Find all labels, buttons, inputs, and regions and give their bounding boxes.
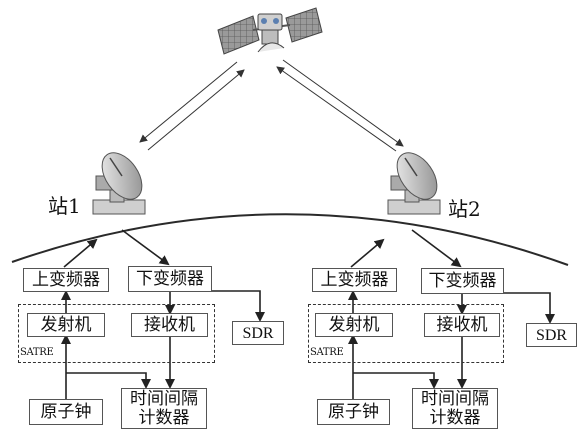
transmitter-box: 发射机 — [315, 313, 393, 337]
station-1-label: 站1 — [48, 194, 81, 218]
station2-connections — [348, 229, 555, 399]
counter-line-2: 计数器 — [429, 407, 481, 428]
atomic-clock-box: 原子钟 — [317, 399, 390, 425]
satre-label: SATRE — [310, 347, 344, 358]
station-2-label: 站2 — [448, 197, 481, 221]
satre-label: SATRE — [20, 347, 54, 358]
counter-line-1: 时间间隔 — [421, 388, 489, 409]
station1-connections — [61, 229, 265, 399]
down-converter-box: 下变频器 — [421, 268, 504, 294]
counter-line-1: 时间间隔 — [130, 388, 198, 409]
receiver-box: 接收机 — [424, 313, 500, 337]
sdr-box: SDR — [526, 323, 577, 347]
receiver-box: 接收机 — [131, 313, 208, 337]
time-interval-counter-box: 时间间隔 计数器 — [121, 388, 207, 429]
antenna-dish-icon — [387, 152, 441, 215]
atomic-clock-box: 原子钟 — [29, 399, 103, 425]
satre-modem-frame — [308, 304, 504, 363]
down-converter-box: 下变频器 — [128, 266, 212, 292]
time-interval-counter-box: 时间间隔 计数器 — [412, 388, 498, 429]
counter-line-2: 计数器 — [138, 407, 190, 428]
sdr-box: SDR — [232, 321, 284, 345]
link-arrows — [139, 59, 404, 152]
antenna-dish-icon — [92, 152, 146, 215]
up-converter-box: 上变频器 — [312, 268, 397, 292]
up-converter-box: 上变频器 — [23, 268, 109, 292]
satre-modem-frame — [18, 304, 215, 363]
satellite-icon — [217, 7, 323, 55]
transmitter-box: 发射机 — [27, 313, 105, 337]
